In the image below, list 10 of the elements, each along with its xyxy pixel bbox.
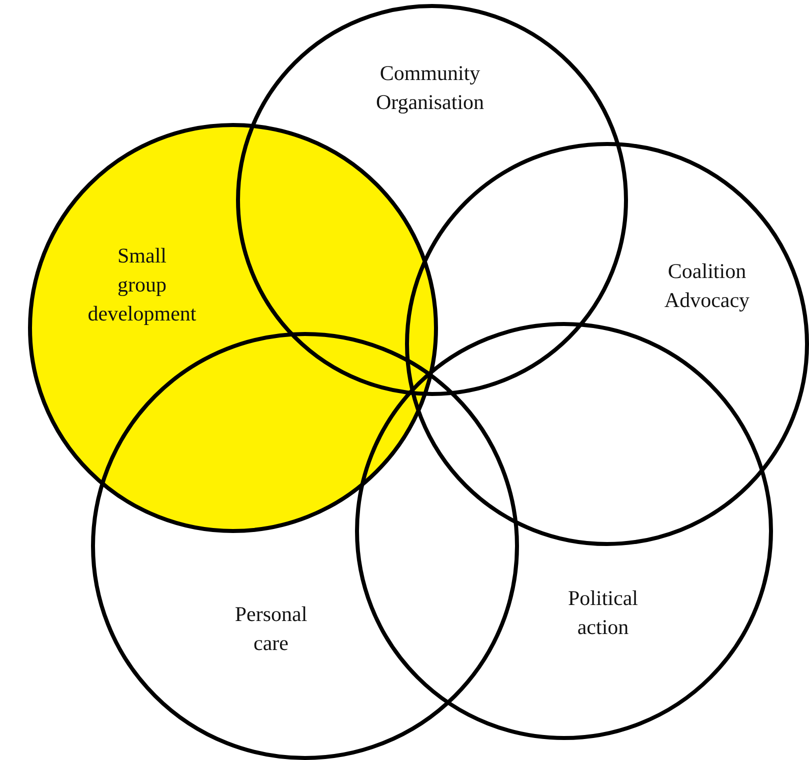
circle-label: Personal care xyxy=(234,601,308,657)
venn-circle xyxy=(236,4,628,396)
circle-label: Coalition Advocacy xyxy=(663,258,751,314)
venn-circle xyxy=(28,123,438,533)
circle-label: Small group development xyxy=(86,242,198,328)
venn-circle xyxy=(91,332,519,760)
venn-circle xyxy=(355,322,773,740)
circle-label: Political action xyxy=(567,585,639,641)
venn-circle xyxy=(405,142,809,546)
circle-label: Community Organisation xyxy=(374,60,486,116)
